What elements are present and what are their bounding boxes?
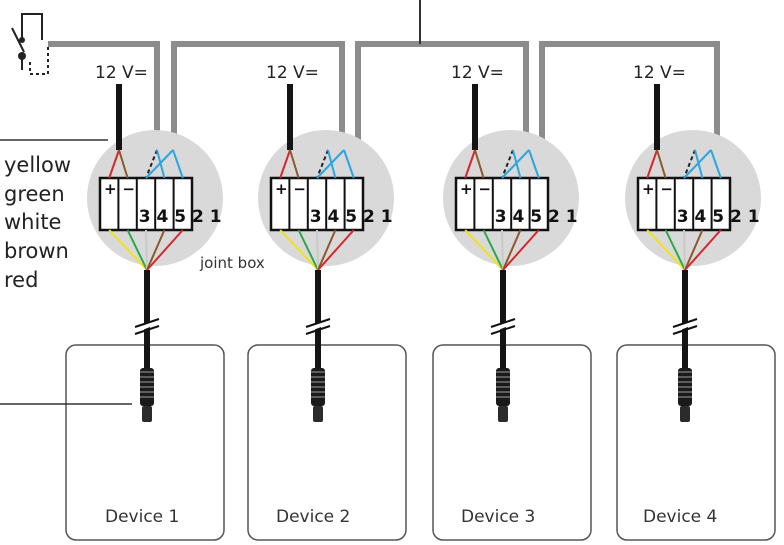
cable-break-icon: [305, 318, 331, 335]
switch-icon: [11, 13, 49, 75]
bus-line-4: [539, 41, 720, 150]
legend-brown: brown: [4, 239, 69, 263]
connector-plug-icon: [311, 368, 325, 422]
terminal-plus: +: [642, 180, 655, 198]
terminal-numbers: 3 4 5 2 1: [677, 207, 760, 227]
device-label: Device 1: [105, 507, 179, 527]
terminal-minus: −: [122, 180, 135, 198]
bus-line-3: [355, 41, 529, 150]
unit-2: 12 V= +−3 4 5 2 1 Device 2: [247, 63, 407, 541]
cable-break-icon: [134, 318, 160, 335]
joint-box-label: joint box: [199, 254, 265, 272]
connector-plug-icon: [140, 368, 154, 422]
terminal-numbers: 3 4 5 2 1: [495, 207, 578, 227]
voltage-label: 12 V=: [266, 63, 319, 83]
bus-lines: [48, 0, 720, 150]
voltage-label: 12 V=: [95, 63, 148, 83]
legend-red: red: [4, 268, 38, 292]
wire-color-legend: yellow green white brown red: [4, 153, 71, 292]
device-box: [616, 344, 776, 541]
terminal-block: [98, 176, 194, 232]
unit-3: 12 V= +−3 4 5 2 1 Device 3: [432, 63, 592, 541]
cable-break-icon: [672, 318, 698, 335]
legend-yellow: yellow: [4, 153, 71, 177]
terminal-numbers: 3 4 5 2 1: [310, 207, 393, 227]
terminal-minus: −: [293, 180, 306, 198]
device-label: Device 4: [643, 507, 717, 527]
voltage-label: 12 V=: [633, 63, 686, 83]
device-box: [432, 344, 592, 541]
terminal-plus: +: [104, 180, 117, 198]
device-label: Device 3: [461, 507, 535, 527]
terminal-plus: +: [460, 180, 473, 198]
bus-line-2: [171, 41, 345, 150]
terminal-block: [454, 176, 550, 232]
legend-white: white: [4, 210, 61, 234]
unit-4: 12 V= +−3 4 5 2 1 Device 4: [616, 63, 776, 541]
device-box: [247, 344, 407, 541]
terminal-minus: −: [660, 180, 673, 198]
terminal-numbers: 3 4 5 2 1: [139, 207, 222, 227]
bus-line-1: [48, 41, 160, 150]
device-label: Device 2: [276, 507, 350, 527]
terminal-plus: +: [275, 180, 288, 198]
voltage-label: 12 V=: [451, 63, 504, 83]
connector-plug-icon: [678, 368, 692, 422]
terminal-minus: −: [478, 180, 491, 198]
cable-break-icon: [490, 318, 516, 335]
connector-plug-icon: [496, 368, 510, 422]
legend-green: green: [4, 182, 65, 206]
unit-1: 12 V= +−3 4 5 2 1 Device 1: [65, 63, 225, 541]
